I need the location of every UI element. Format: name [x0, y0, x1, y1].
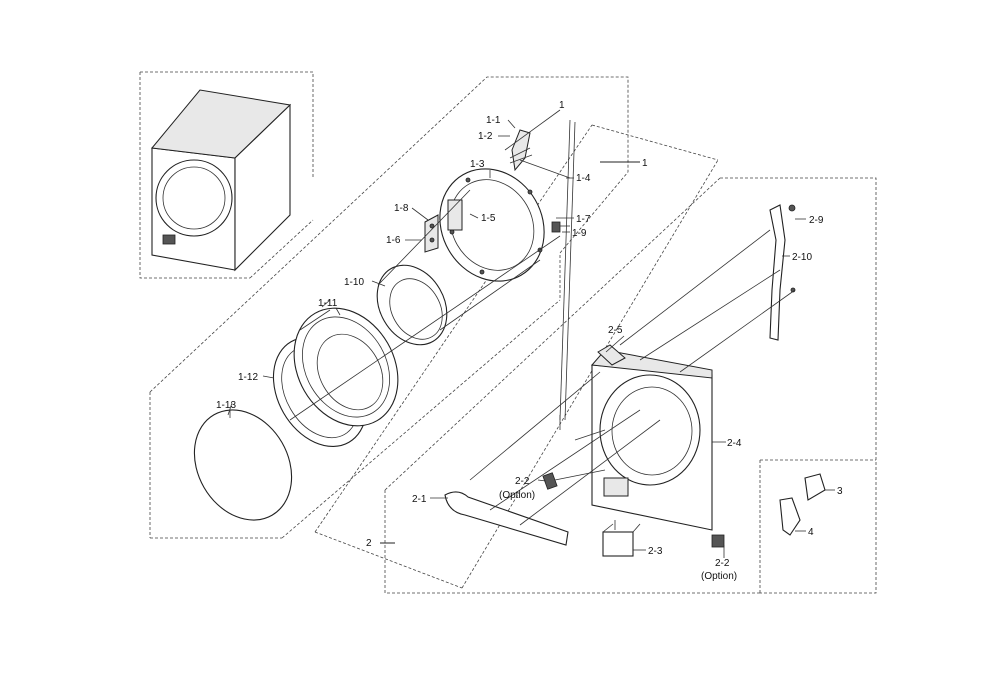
part-1-7-latch — [551, 221, 570, 233]
part-1-3-door-frame — [439, 168, 545, 282]
label-3: 3 — [837, 486, 843, 497]
group-1-outline — [149, 76, 640, 539]
label-1-11: 1-11 — [318, 298, 338, 309]
group-2-frame — [384, 177, 877, 594]
label-1-12: 1-12 — [238, 372, 258, 383]
label-4: 4 — [808, 527, 814, 538]
group-2-outline — [314, 124, 719, 589]
label-1-9: 1-9 — [572, 228, 587, 239]
label-2-2-b: 2-2 — [715, 558, 730, 569]
label-2-9: 2-9 — [809, 215, 824, 226]
part-1-13-glass — [193, 402, 293, 521]
part-1-8-hinge — [424, 214, 439, 253]
label-2: 2 — [366, 538, 372, 549]
explode-lines — [289, 109, 796, 530]
label-1-3: 1-3 — [470, 159, 485, 170]
part-1-1-handle — [509, 129, 533, 172]
label-2-5: 2-5 — [608, 325, 623, 336]
part-3 — [804, 473, 826, 501]
label-2-2-b-option: (Option) — [701, 571, 737, 582]
part-2-10-bracket — [769, 204, 796, 341]
part-2-4-front-panel — [590, 344, 713, 531]
label-2-10: 2-10 — [792, 252, 812, 263]
label-1-5: 1-5 — [481, 213, 496, 224]
leader-lines — [229, 119, 835, 558]
label-1-1: 1-1 — [486, 115, 501, 126]
label-1-8: 1-8 — [394, 203, 409, 214]
appliance-overview — [139, 71, 314, 279]
group-3-4-frame — [759, 459, 876, 593]
label-1-13: 1-13 — [216, 400, 236, 411]
label-2-4: 2-4 — [727, 438, 742, 449]
label-1-2: 1-2 — [478, 131, 493, 142]
part-2-2-option-b — [711, 534, 725, 548]
label-1: 1 — [559, 100, 565, 111]
label-2-1: 2-1 — [412, 494, 427, 505]
part-labels: 1 1-1 1-2 1-3 1-4 1-5 1-6 1-7 1-8 1-9 1-… — [216, 100, 843, 582]
label-2-2-a: 2-2 — [515, 476, 530, 487]
part-2-2-option-a — [542, 472, 558, 490]
part-2-3-box — [602, 523, 641, 557]
part-2-1-hose — [444, 491, 569, 546]
label-1-main: 1 — [642, 158, 648, 169]
part-1-11-inner-door — [293, 299, 399, 427]
label-2-2-a-option: (Option) — [499, 490, 535, 501]
label-1-10: 1-10 — [344, 277, 364, 288]
label-1-7: 1-7 — [576, 214, 591, 225]
label-1-4: 1-4 — [576, 173, 591, 184]
label-2-3: 2-3 — [648, 546, 663, 557]
label-1-6: 1-6 — [386, 235, 401, 246]
part-4 — [779, 497, 801, 536]
